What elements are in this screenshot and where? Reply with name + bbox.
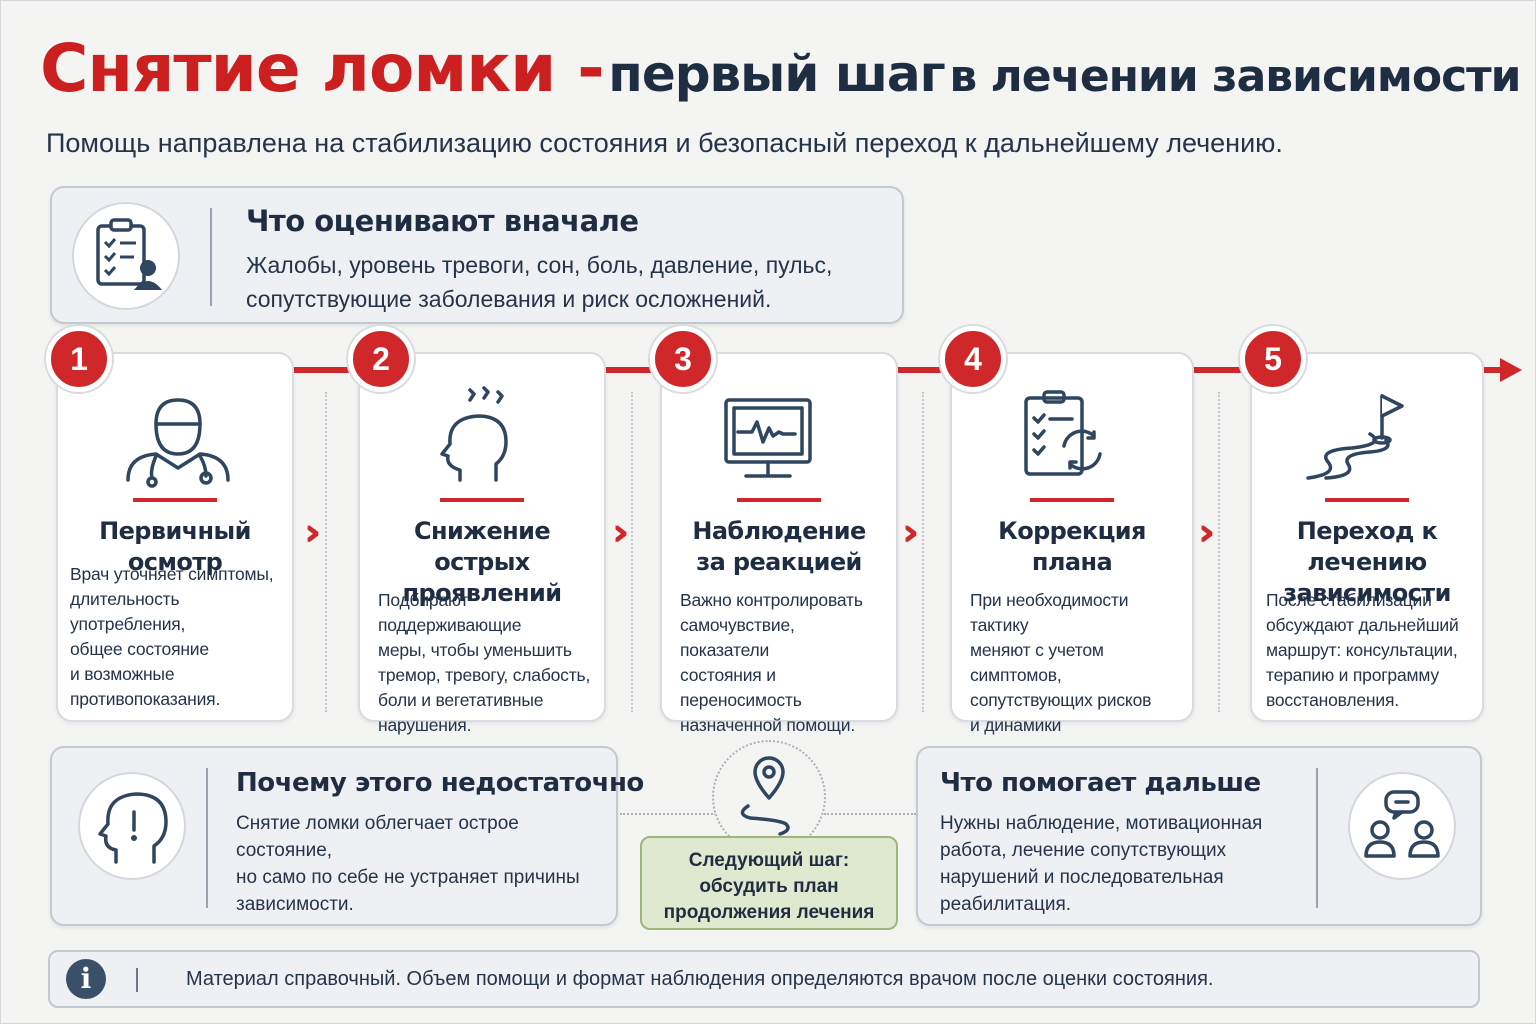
step-number-badge: 5 [1240,326,1306,392]
step-title: Наблюдение за реакцией [692,517,866,576]
step-title: Переход к лечению зависимости [1283,517,1451,607]
step-card-2: 2 Снижение острых проявлений Подбирают п… [348,326,606,735]
road-flag-icon [1252,384,1482,494]
helps-divider [1316,768,1318,908]
connector-left [620,813,716,815]
title-dark-small-part: в лечении зависимости [949,51,1521,102]
people-chat-icon [1348,772,1456,880]
connector-right [824,813,916,815]
step-separator [922,392,924,712]
step-underline [737,498,821,502]
step-text: Важно контролировать самочувствие, показ… [680,590,863,735]
step-text: При необходимости тактику меняют с учето… [970,590,1152,760]
why-text: Снятие ломки облегчает острое состояние,… [236,813,580,915]
title-dark-big-part: первый шаг [608,45,946,103]
step-separator [631,392,633,712]
step-text: После стабилизации обсуждают дальнейший … [1266,590,1459,710]
timeline-arrow-icon [1500,358,1522,382]
step-number-badge: 2 [348,326,414,392]
step-number-badge: 1 [46,326,112,392]
footer-divider [136,968,138,992]
step-card-5: 5 Переход к лечению зависимости После ст… [1240,326,1484,722]
assessment-divider [210,208,212,306]
why-card: Почему этого недостаточно Снятие ломки о… [50,746,644,926]
chevron-right-icon: ›› [612,510,631,554]
why-title: Почему этого недостаточно [236,768,644,798]
head-stress-icon [360,384,604,494]
why-divider [206,768,208,908]
step-underline [1325,498,1409,502]
page-title: Снятие ломки - первый шаг в лечении зави… [40,30,1521,107]
clipboard-refresh-icon [952,384,1192,494]
step-title: Первичный осмотр [99,517,251,576]
step-underline [1030,498,1114,502]
assessment-text: Жалобы, уровень тревоги, сон, боль, давл… [246,252,833,312]
title-red-part: Снятие ломки - [40,30,605,107]
step-card-3: 3 Наблюдение за реакцией Важно контролир… [650,326,898,735]
step-number-badge: 3 [650,326,716,392]
step-title: Снижение острых проявлений [402,517,563,607]
assessment-title: Что оценивают вначале [246,204,639,238]
step-title: Коррекция плана [998,517,1146,576]
next-step-box: Следующий шаг: обсудить план продолжения… [640,836,898,930]
monitor-pulse-icon [662,384,896,494]
step-separator [1218,392,1220,712]
step-separator [325,392,327,712]
clipboard-user-icon [72,202,180,310]
step-card-1: 1 Первичный осмотр Врач уточняет симптом… [46,326,294,722]
helps-title: Что помогает дальше [940,768,1261,798]
step-underline [440,498,524,502]
chevron-right-icon: ›› [902,510,921,554]
step-underline [133,498,217,502]
assessment-card: Что оценивают вначале Жалобы, уровень тр… [50,186,904,324]
helps-text: Нужны наблюдение, мотивационная работа, … [940,813,1263,915]
step-text: Врач уточняет симптомы, длительность упо… [70,564,274,709]
step-text: Подбирают поддерживающие меры, чтобы уме… [378,590,591,735]
chevron-right-icon: ›› [304,510,323,554]
page-subtitle: Помощь направлена на стабилизацию состоя… [46,128,1283,158]
head-exclamation-icon [78,772,186,880]
step-number-badge: 4 [940,326,1006,392]
step-card-4: 4 Коррекция плана При необходимости такт… [940,326,1194,760]
footer-text: Материал справочный. Объем помощи и форм… [186,968,1214,990]
chevron-right-icon: ›› [1198,510,1217,554]
doctor-icon [58,384,292,494]
helps-card: Что помогает дальше Нужны наблюдение, мо… [916,746,1482,926]
footer-note: i Материал справочный. Объем помощи и фо… [48,950,1480,1008]
info-icon: i [66,959,106,999]
